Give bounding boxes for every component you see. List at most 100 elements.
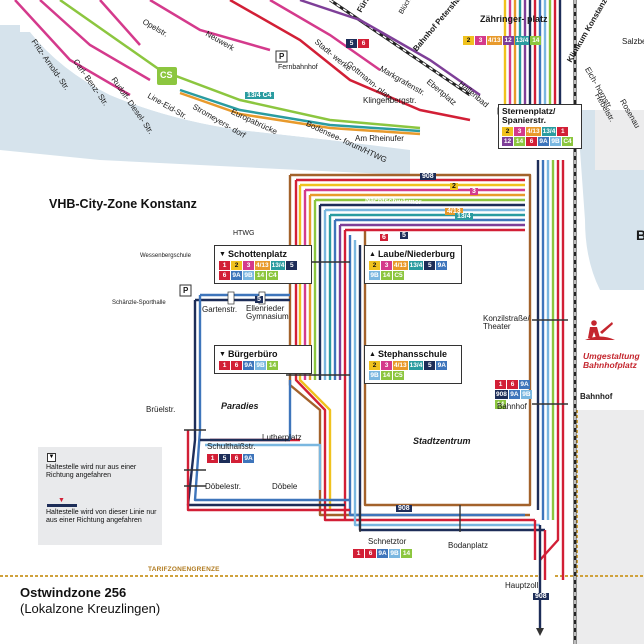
- label-am-rheinufer: Am Rheinufer: [355, 134, 404, 143]
- route-badge: 5: [286, 261, 298, 270]
- route-badge: 14: [514, 136, 525, 146]
- schottenplatz-name: ▼Schottenplatz: [219, 249, 287, 259]
- label-fernbahnhof: Fernbahnhof: [278, 64, 318, 71]
- route-label-2: 2: [450, 183, 458, 191]
- route-badge: 9A: [377, 549, 388, 558]
- label-konzil: Konzilstraße/ Theater: [483, 314, 530, 332]
- route-badge: 9A: [538, 136, 549, 146]
- route-badge: 13/4: [541, 126, 557, 136]
- route-label-4-13: 4/13: [445, 208, 463, 216]
- route-badge: 9A: [508, 390, 520, 399]
- route-badge: 2: [369, 361, 380, 370]
- gray-area-right-top: [595, 110, 644, 170]
- route-badge: 6: [365, 549, 376, 558]
- route-badge: 13/4: [514, 36, 530, 45]
- top-left-lines: [14, 0, 481, 136]
- route-badge: 4/13: [393, 361, 408, 370]
- route-label-5: 5: [400, 232, 408, 240]
- route-badge: C4: [267, 271, 278, 280]
- route-badge: 9B: [243, 271, 254, 280]
- legend-icon-one-direction: ▼: [47, 453, 56, 462]
- route-badge: 5: [219, 454, 230, 463]
- route-badge: 3: [514, 126, 525, 136]
- label-schnetztor: Schnetztor: [368, 537, 407, 546]
- laube-text: Laube/Niederburg: [377, 249, 455, 259]
- lake-left: [0, 32, 410, 175]
- parking-icon-mid: [179, 284, 192, 297]
- trunk-right: [503, 0, 562, 110]
- lake-top: [0, 25, 20, 150]
- label-hauptzoll: Hauptzoll: [505, 581, 539, 590]
- route-badge: 3: [381, 261, 392, 270]
- label-stadtzentrum: Stadtzentrum: [413, 436, 471, 446]
- route-badge: 9A: [231, 271, 242, 280]
- route-label-6: 6: [380, 234, 388, 242]
- route-badge: 13/4: [408, 361, 424, 370]
- route-label-3: 3: [470, 188, 478, 196]
- route-badge: 9B: [550, 136, 561, 146]
- route-badge: 13/4: [270, 261, 286, 270]
- route-badge: 12: [502, 136, 513, 146]
- route-badge: 5: [424, 261, 436, 270]
- stephansschule-text: Stephansschule: [377, 349, 447, 359]
- route-label-13-4: 13/4: [455, 213, 473, 221]
- route-badge: 3: [475, 36, 486, 45]
- route-badge: 5: [346, 39, 357, 48]
- label-umgestaltung: Umgestaltung Bahnhofplatz: [583, 351, 640, 371]
- route-badge: 9A: [243, 361, 254, 370]
- label-lutherplatz: Lutherplatz: [262, 433, 302, 442]
- label-bruelstr: Brüelstr.: [146, 405, 176, 414]
- construction-icon: [585, 320, 615, 340]
- railway-diag: [329, 0, 471, 97]
- route-badge: 5: [424, 361, 436, 370]
- route-badge: 9A: [519, 380, 530, 389]
- city-zone-title: VHB-City-Zone Konstanz: [49, 197, 197, 211]
- buergerbuero-name: ▼Bürgerbüro: [219, 349, 278, 359]
- parking-icon-top: [275, 50, 288, 63]
- route-badge: 4/13: [393, 261, 408, 270]
- route-badge: 3: [243, 261, 254, 270]
- label-bahnhof-stop: Bahnhof: [497, 402, 527, 411]
- route-badge: 6: [358, 39, 369, 48]
- route-badge: C4: [562, 136, 573, 146]
- route-badge: 9A: [436, 261, 448, 270]
- route-badge: 6: [231, 454, 242, 463]
- route-badge: 1: [495, 380, 506, 389]
- route-badge: 1: [557, 126, 569, 136]
- ostwind-subtitle: (Lokalzone Kreuzlingen): [20, 601, 161, 616]
- label-doebele: Döbele: [272, 482, 298, 491]
- laube-name: ▲Laube/Niederburg: [369, 249, 455, 259]
- route-badge: 4/13: [487, 36, 502, 45]
- label-doebelestr: Döbelestr.: [205, 482, 242, 491]
- schottenplatz-text: Schottenplatz: [227, 249, 287, 259]
- route-label-5-left: 5: [255, 296, 263, 304]
- route-badge: 14: [255, 271, 266, 280]
- route-badge: 9B: [255, 361, 266, 370]
- cs-badge-bg: [157, 67, 177, 85]
- route-badge: 2: [502, 126, 513, 136]
- route-badge: C5: [393, 371, 404, 380]
- label-salzberg: Salzbe: [622, 37, 644, 46]
- shore-strip: [30, 32, 420, 150]
- route-badge: 9B: [520, 390, 532, 399]
- route-badge: 1: [207, 454, 218, 463]
- route-badge: 2: [231, 261, 242, 270]
- legend-icon-line-one-direction: ▼: [47, 497, 77, 507]
- stephansschule-name: ▲Stephansschule: [369, 349, 447, 359]
- route-label-908-bottom: 908: [396, 505, 412, 513]
- parking-icon-top-text: P: [279, 52, 285, 61]
- route-badge: 9B: [369, 271, 380, 280]
